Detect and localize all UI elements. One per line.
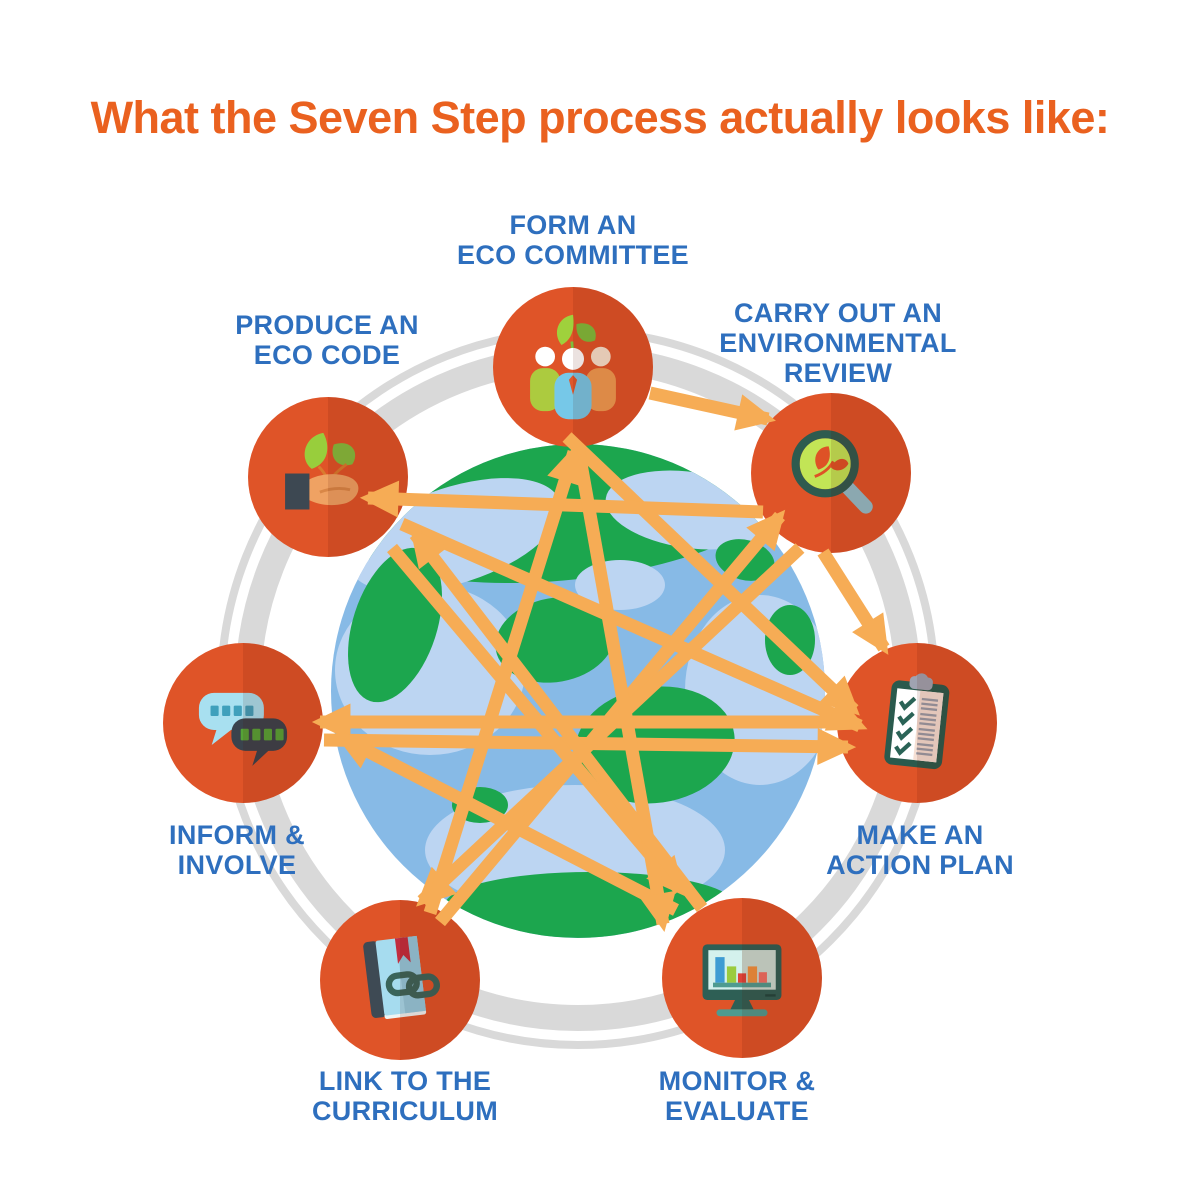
step-label-line: ACTION PLAN: [826, 850, 1014, 880]
step-label-line: INFORM &: [169, 820, 305, 850]
arrow-ecocode-to-monitor: [387, 543, 686, 897]
arrow-review-to-action: [817, 548, 890, 655]
step-node-monitor: [662, 898, 822, 1058]
hand-plant-icon: [285, 432, 359, 510]
page-title: What the Seven Step process actually loo…: [90, 92, 1110, 143]
step-label-line: MAKE AN: [856, 820, 984, 850]
step-label-line: ECO COMMITTEE: [457, 240, 689, 270]
step-label-line: CARRY OUT AN: [733, 298, 943, 328]
arrow-monitor-to-inform: [334, 732, 679, 916]
magnifier-leaf-icon: [791, 430, 873, 514]
step-node-inform: [163, 643, 323, 803]
speech-bubbles-icon: [198, 692, 288, 766]
step-label-line: EVALUATE: [665, 1096, 809, 1126]
step-label-line: LINK TO THE: [318, 1066, 492, 1096]
step-node-ecocode: [248, 397, 408, 557]
monitor-bar-chart-icon: [702, 944, 782, 1017]
step-label-line: MONITOR &: [658, 1066, 816, 1096]
step-label-line: FORM AN: [509, 210, 637, 240]
arrow-committee-to-action: [562, 432, 860, 716]
step-label-inform: INFORM &INVOLVE: [169, 820, 305, 880]
step-node-committee: [493, 287, 653, 447]
step-label-line: ENVIRONMENTAL: [719, 328, 957, 358]
step-label-line: REVIEW: [783, 358, 893, 388]
arrow-monitor-to-ecocode: [409, 527, 708, 912]
step-node-curriculum: [320, 900, 480, 1060]
step-label-line: CURRICULUM: [312, 1096, 498, 1126]
arrow-inform-to-action: [323, 728, 857, 766]
arrow-curriculum-to-committee: [423, 444, 583, 915]
arrows-layer: [311, 386, 890, 933]
arrow-committee-to-review: [648, 386, 776, 431]
step-label-line: ECO CODE: [253, 340, 401, 370]
arrow-ecocode-to-action: [399, 518, 868, 732]
clipboard-checklist-icon: [884, 673, 950, 770]
step-label-monitor: MONITOR &EVALUATE: [659, 1066, 816, 1126]
book-link-icon: [363, 935, 441, 1019]
step-node-review: [751, 393, 911, 553]
step-label-line: INVOLVE: [177, 850, 297, 880]
arrow-review-to-ecocode: [359, 480, 764, 519]
step-label-line: PRODUCE AN: [235, 310, 419, 340]
eco-committee-people-icon: [530, 314, 616, 420]
step-node-action: [837, 643, 997, 803]
